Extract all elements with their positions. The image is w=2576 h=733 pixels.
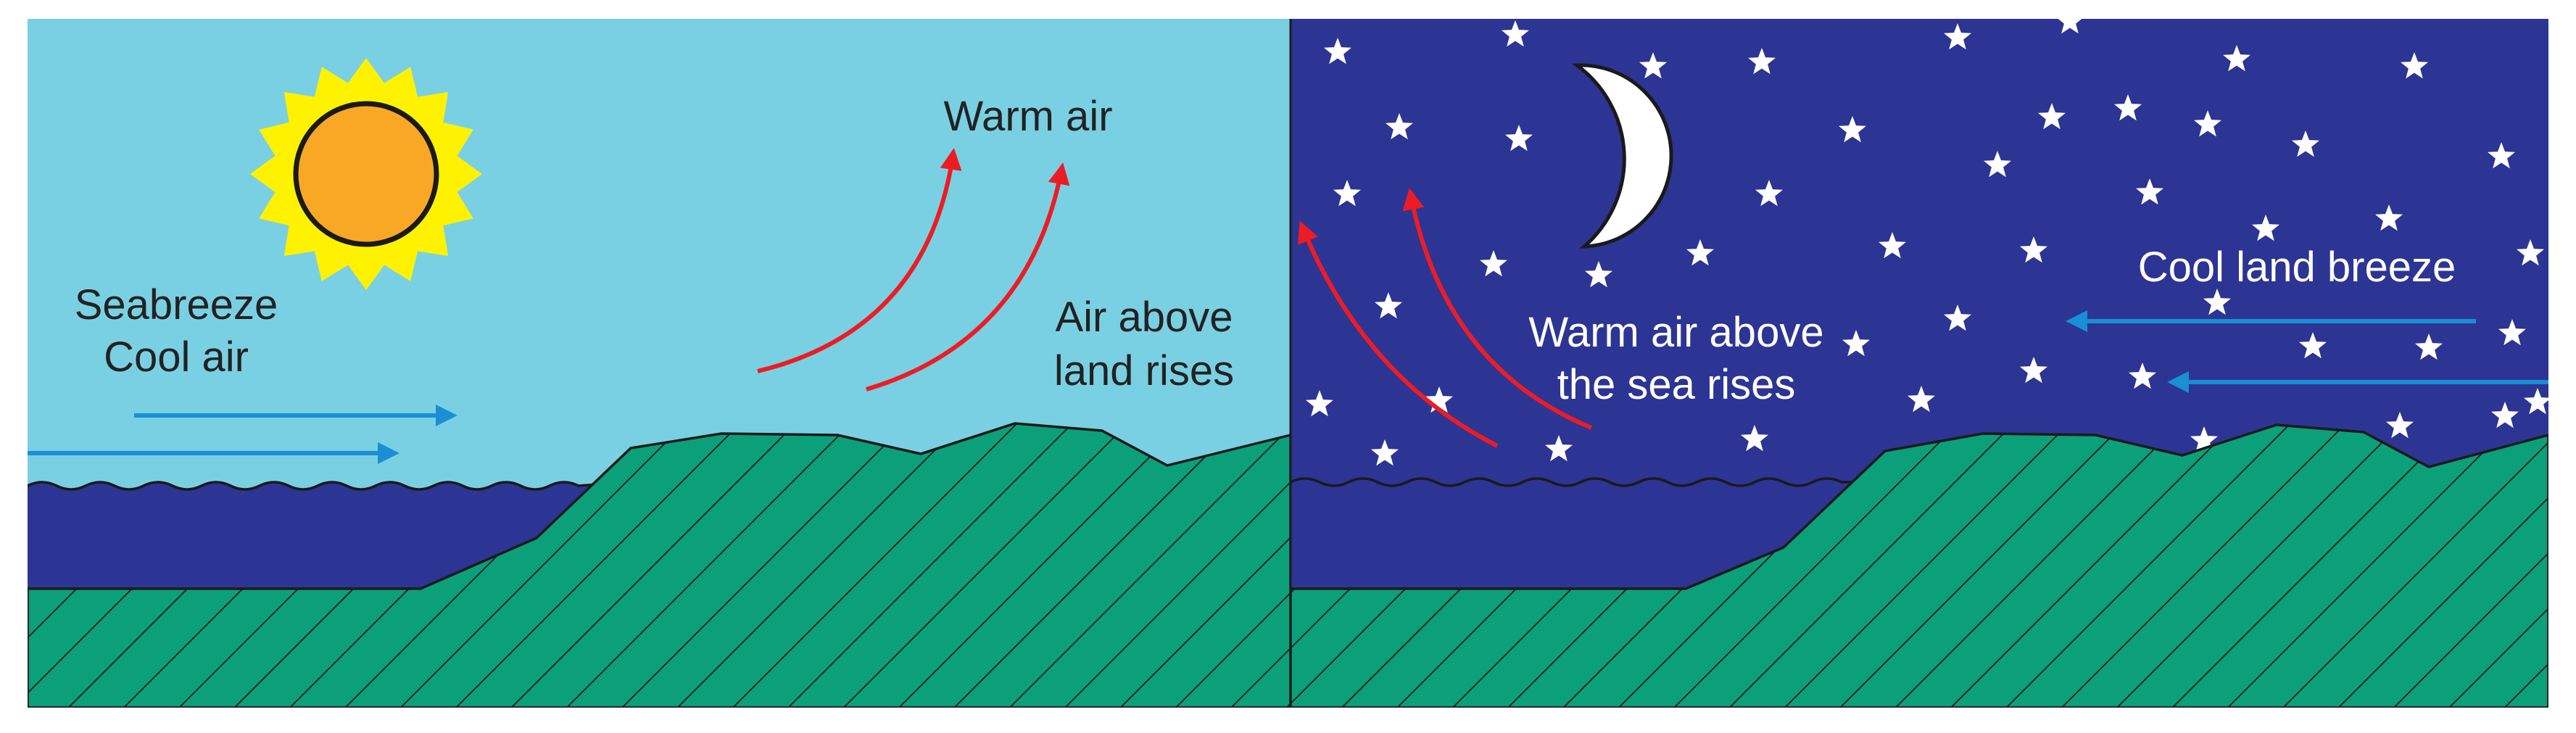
star-icon xyxy=(1944,305,1971,331)
star-icon xyxy=(1879,232,1906,259)
night-land xyxy=(1291,423,2548,708)
day-wave-line xyxy=(28,481,599,491)
star-field xyxy=(1306,19,2548,466)
star-icon xyxy=(1545,435,1573,462)
star-icon xyxy=(2491,402,2519,428)
star-icon xyxy=(1984,151,2011,178)
star-icon xyxy=(1908,386,1935,413)
star-icon xyxy=(2401,52,2428,79)
star-icon xyxy=(2517,239,2544,266)
star-icon xyxy=(2190,426,2218,453)
night-panel: Warm air above the sea rises Cool land b… xyxy=(1291,19,2548,708)
star-icon xyxy=(2386,412,2414,439)
day-panel: Seabreeze Cool air Warm air Air above la… xyxy=(28,19,1291,708)
star-icon xyxy=(1839,116,1866,143)
star-icon xyxy=(2488,142,2515,169)
star-icon xyxy=(2524,388,2548,415)
star-icon xyxy=(1324,38,1351,65)
star-icon xyxy=(1502,20,1529,47)
star-icon xyxy=(1686,239,1714,266)
crescent-moon-icon xyxy=(1571,63,1673,249)
star-icon xyxy=(2058,19,2082,34)
star-icon xyxy=(1386,113,1413,140)
label-land-rises: land rises xyxy=(1054,347,1234,394)
star-icon xyxy=(1375,292,1402,319)
night-warm-air-arrow-right xyxy=(1402,188,1593,430)
star-icon xyxy=(2194,110,2221,137)
star-icon xyxy=(2114,94,2142,121)
star-icon xyxy=(1748,48,1776,75)
star-icon xyxy=(2498,319,2526,346)
star-icon xyxy=(1505,125,1533,152)
day-warm-air-arrow-left xyxy=(757,148,962,373)
star-icon xyxy=(1755,180,1783,207)
star-icon xyxy=(1333,180,1361,207)
star-icon xyxy=(2415,334,2443,360)
star-icon xyxy=(2020,357,2047,384)
star-icon xyxy=(1741,425,1768,452)
star-icon xyxy=(2223,45,2250,72)
star-icon xyxy=(2203,289,2231,315)
star-icon xyxy=(2136,178,2163,205)
label-warm-air: Warm air xyxy=(943,93,1112,140)
night-wave-line xyxy=(1291,477,1856,487)
star-icon xyxy=(2299,332,2327,359)
star-icon xyxy=(2038,103,2066,130)
sun-icon xyxy=(250,58,482,290)
day-land xyxy=(28,422,1291,708)
star-icon xyxy=(1639,52,1667,79)
star-icon xyxy=(2252,215,2279,241)
star-icon xyxy=(1842,330,1870,357)
star-icon xyxy=(2020,236,2047,263)
day-warm-air-arrow-right xyxy=(866,162,1070,392)
star-icon xyxy=(2129,363,2156,389)
star-icon xyxy=(1371,439,1399,466)
label-sea-rises: the sea rises xyxy=(1557,361,1796,408)
label-cool-land-breeze: Cool land breeze xyxy=(2138,244,2456,291)
label-cool-air: Cool air xyxy=(104,334,249,381)
star-icon xyxy=(1585,261,1612,288)
star-icon xyxy=(1480,250,1507,277)
night-warm-air-arrow-left xyxy=(1298,220,1499,448)
label-warm-air-above: Warm air above xyxy=(1528,309,1823,356)
star-icon xyxy=(1306,390,1333,417)
star-icon xyxy=(2292,131,2319,157)
label-seabreeze: Seabreeze xyxy=(75,281,278,328)
label-air-above: Air above xyxy=(1055,294,1233,341)
star-icon xyxy=(2375,204,2403,231)
star-icon xyxy=(1944,23,1971,50)
star-icon xyxy=(1425,386,1453,413)
